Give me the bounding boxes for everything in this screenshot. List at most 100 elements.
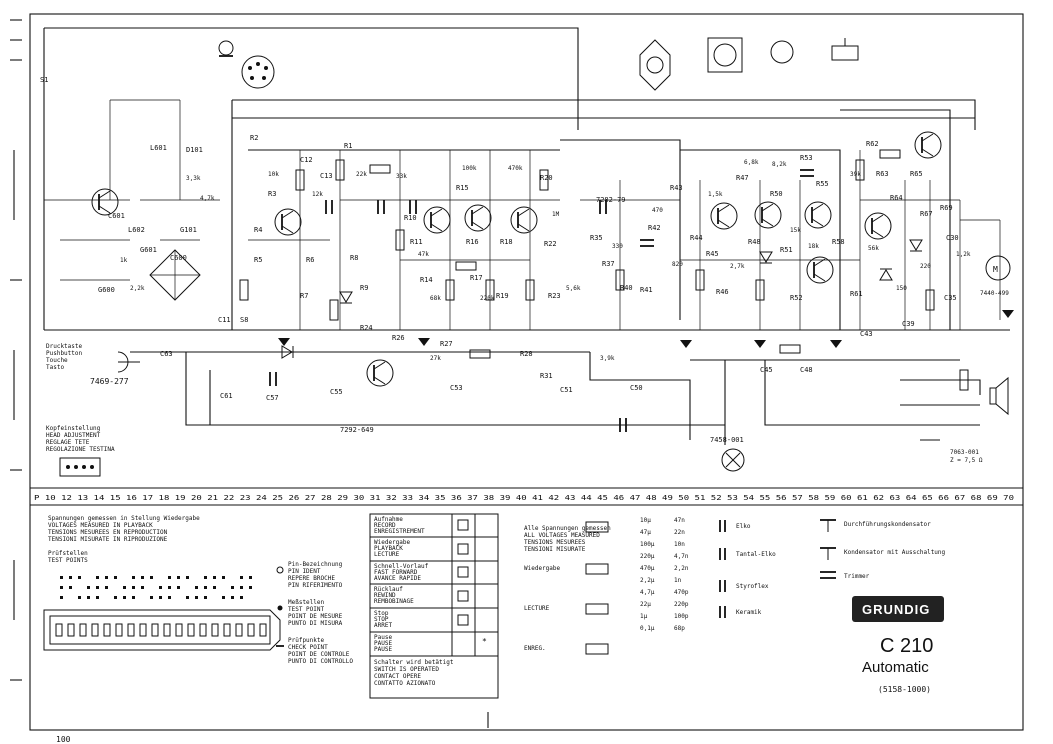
svg-text:PUNTO DI CONTROLLO: PUNTO DI CONTROLLO bbox=[288, 658, 353, 665]
component-designator: R26 bbox=[392, 334, 405, 342]
pin-dot bbox=[78, 596, 81, 599]
component-designator: R7 bbox=[300, 292, 308, 300]
pinout-drawings bbox=[639, 37, 859, 91]
component-designator: R14 bbox=[420, 276, 433, 284]
pin-dot bbox=[186, 576, 189, 579]
transistor-t10 bbox=[806, 256, 834, 284]
component-designator: R2 bbox=[250, 134, 258, 142]
component-value: 27k bbox=[430, 355, 441, 362]
capacitor-value: 22n bbox=[674, 529, 685, 536]
transistor-t7 bbox=[710, 202, 738, 230]
svg-text:REPERE BROCHE: REPERE BROCHE bbox=[288, 575, 335, 582]
component-designator: R61 bbox=[850, 290, 863, 298]
svg-text:Spannungen gemessen in Stellun: Spannungen gemessen in Stellung Wiederga… bbox=[48, 515, 200, 522]
svg-text:REGOLAZIONE TESTINA: REGOLAZIONE TESTINA bbox=[46, 446, 115, 453]
svg-text:Tasto: Tasto bbox=[46, 364, 64, 371]
component-designator: R40 bbox=[620, 284, 633, 292]
schematic-wiring bbox=[43, 27, 1010, 445]
capacitor-value: 4,7n bbox=[674, 553, 689, 560]
component-designator: R67 bbox=[920, 210, 933, 218]
pin-dot bbox=[222, 596, 225, 599]
capacitors bbox=[269, 169, 814, 432]
svg-text:M: M bbox=[993, 265, 998, 274]
component-value: 1,2k bbox=[956, 251, 971, 258]
component-designator: C43 bbox=[860, 330, 873, 338]
component-value: 22k bbox=[356, 171, 367, 178]
capacitor-value: 220µ bbox=[640, 553, 655, 560]
component-designator: R31 bbox=[540, 372, 553, 380]
svg-text:RECORD: RECORD bbox=[374, 522, 396, 529]
svg-text:ENREGISTREMENT: ENREGISTREMENT bbox=[374, 528, 425, 535]
svg-text:Rücklauf: Rücklauf bbox=[374, 586, 403, 593]
svg-text:CONTACT OPERE: CONTACT OPERE bbox=[374, 673, 421, 680]
transistor-t2 bbox=[366, 359, 394, 387]
connector-pin bbox=[151, 623, 159, 637]
svg-text:Meßstellen: Meßstellen bbox=[288, 599, 325, 606]
component-designator: R11 bbox=[410, 238, 423, 246]
component-designator: L601 bbox=[150, 144, 167, 152]
component-value: 3,3k bbox=[186, 175, 201, 182]
component-designator: R6 bbox=[306, 256, 314, 264]
component-designator: G600 bbox=[98, 286, 115, 294]
pin-dot bbox=[159, 586, 162, 589]
pin-dot bbox=[141, 576, 144, 579]
title-block: GRUNDIG C 210 Automatic (5158-1000) bbox=[852, 596, 944, 694]
jack-part-number: 7469-277 bbox=[90, 377, 129, 386]
svg-text:Wiedergabe: Wiedergabe bbox=[374, 539, 411, 546]
component-designator: S1 bbox=[40, 76, 48, 84]
svg-text:Wiedergabe: Wiedergabe bbox=[524, 565, 561, 572]
model-title: C 210 bbox=[880, 635, 933, 657]
pin-dot bbox=[69, 576, 72, 579]
capacitor-value: 10n bbox=[674, 541, 685, 548]
capacitor-value: 10µ bbox=[640, 517, 651, 524]
connector-pin bbox=[259, 623, 267, 637]
component-designator: R18 bbox=[500, 238, 513, 246]
component-designator: R51 bbox=[780, 246, 793, 254]
component-designator: S8 bbox=[240, 316, 248, 324]
connector-pin bbox=[163, 623, 171, 637]
transistor-t11 bbox=[864, 212, 892, 240]
capacitor-value: 1µ bbox=[640, 613, 648, 620]
component-value: 150 bbox=[896, 285, 907, 292]
component-value: 8,2k bbox=[772, 161, 787, 168]
component-value: 3,9k bbox=[600, 355, 615, 362]
component-designator: R4 bbox=[254, 226, 262, 234]
connector-pin bbox=[127, 623, 135, 637]
component-designator: C63 bbox=[160, 350, 173, 358]
pin-dot bbox=[105, 576, 108, 579]
head-part-number: 7458-001 bbox=[710, 436, 744, 444]
connector-pin bbox=[91, 623, 99, 637]
svg-text:POINT DE MESURE: POINT DE MESURE bbox=[288, 613, 343, 620]
switch-table: Aufnahme RECORD ENREGISTREMENT Wiedergab… bbox=[369, 513, 499, 699]
svg-text:PIN RIFERIMENTO: PIN RIFERIMENTO bbox=[288, 582, 343, 589]
component-designator: R48 bbox=[748, 238, 761, 246]
component-value: 220k bbox=[480, 295, 495, 302]
pin-dot bbox=[213, 586, 216, 589]
component-designator: C51 bbox=[560, 386, 573, 394]
page-number: 100 bbox=[56, 735, 71, 744]
svg-text:PAUSE: PAUSE bbox=[374, 646, 392, 653]
connector-pin bbox=[79, 623, 87, 637]
pin-dot bbox=[231, 596, 234, 599]
coil-bottom-part-number: 7292-649 bbox=[340, 426, 374, 434]
capacitor-value: 0,1µ bbox=[640, 625, 655, 632]
coil-part-number: 7282-79 bbox=[596, 196, 626, 204]
svg-text:TENSIONI MISURATE IN RIPRODUZI: TENSIONI MISURATE IN RIPRODUZIONE bbox=[48, 536, 168, 543]
legend-items: Pin-Bezeichnung PIN IDENT REPERE BROCHE … bbox=[276, 561, 353, 665]
component-value: 100k bbox=[462, 165, 477, 172]
speaker-part-number: 7063-001 bbox=[950, 449, 979, 456]
svg-text:LECTURE: LECTURE bbox=[374, 551, 400, 558]
component-designator: R27 bbox=[440, 340, 453, 348]
component-value: 5,6k bbox=[566, 285, 581, 292]
svg-text:Styroflex: Styroflex bbox=[736, 583, 769, 590]
pin-dot bbox=[177, 576, 180, 579]
component-value: 2,7k bbox=[730, 263, 745, 270]
pin-dot bbox=[195, 596, 198, 599]
pin-dot bbox=[222, 576, 225, 579]
component-designator: R42 bbox=[648, 224, 661, 232]
tape-head bbox=[721, 448, 745, 472]
model-variant: Automatic bbox=[862, 659, 929, 676]
component-designator: C39 bbox=[902, 320, 915, 328]
pin-pattern bbox=[55, 576, 267, 637]
